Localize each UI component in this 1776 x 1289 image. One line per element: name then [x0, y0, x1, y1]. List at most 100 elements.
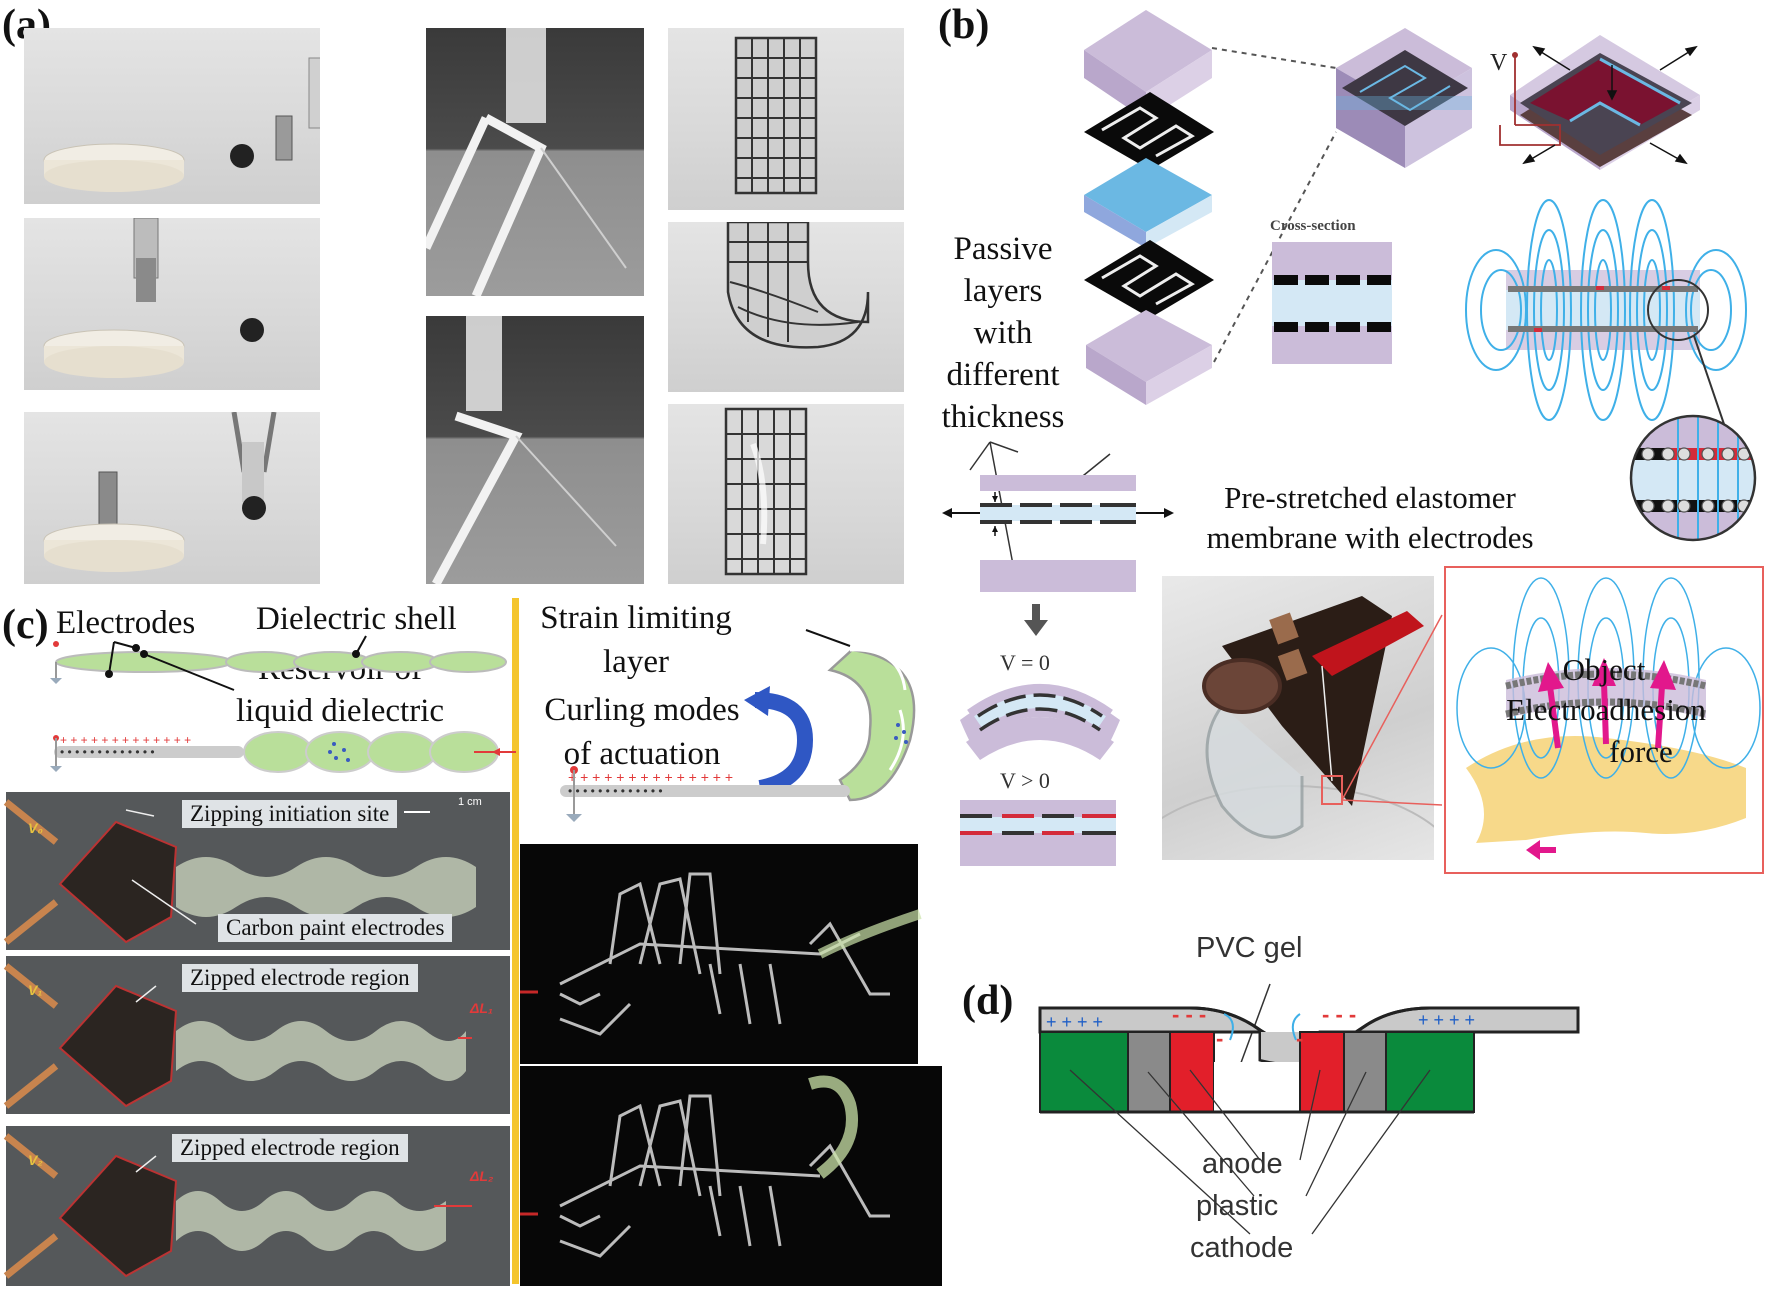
svg-text:• • • • • • • • • •: • • • • • • • • • • • • •: [568, 784, 663, 798]
membrane-line-2: membrane with electrodes: [1206, 520, 1534, 555]
membrane-label: Pre-stretched elastomer membrane with el…: [1160, 478, 1580, 558]
gap: [1214, 1062, 1300, 1112]
svg-text:- - -: - - -: [1172, 1002, 1206, 1027]
object-label: Object: [1562, 652, 1646, 687]
scorpion-photo-2: [520, 1066, 942, 1286]
svg-text:• • • • • • • • • • • • •: • • • • • • • • • • • • •: [60, 745, 155, 759]
gripper-scene-1: [43, 57, 320, 192]
exploded-layer-stack: [1084, 10, 1472, 405]
dl1-label: ΔL₁: [470, 1000, 493, 1016]
reservoir-line-2: liquid dielectric: [236, 693, 445, 729]
passive-line-1: Passive: [953, 231, 1053, 267]
voltage-label: V: [1490, 50, 1508, 76]
assembled-actuator: [1336, 28, 1472, 168]
zipped-region-label-1: Zipped electrode region: [182, 964, 418, 992]
gripper-scene-2: [43, 218, 264, 378]
actuator-3: [58, 1154, 446, 1278]
pvc-gel-label: PVC gel: [1196, 932, 1303, 964]
v2-label: V₂: [28, 1152, 43, 1168]
bottom-passive-layer: [1086, 310, 1212, 405]
svg-text:-: -: [1296, 1026, 1303, 1051]
pvc-gel-actuator-diagram: + + + + + + + + - - - - - - --: [1038, 983, 1580, 1235]
down-arrow-icon: [1024, 604, 1048, 636]
electrode-layer-1: [1084, 92, 1214, 170]
scale-bar-label: 1 cm: [458, 796, 482, 808]
passive-layers-label: Passive layers with different thickness: [940, 228, 1066, 438]
panel-a-photo-7: [668, 222, 904, 392]
scorpion-2: [559, 1094, 890, 1258]
dl2-label: ΔL₂: [470, 1168, 494, 1184]
svg-text:+ + + +: + + + +: [1418, 1010, 1475, 1030]
panel-a-photo-1: [24, 28, 320, 204]
grid-film-flat: [734, 36, 818, 195]
inset-connector-line: [1341, 614, 1443, 806]
scorpion-shapes: [520, 872, 922, 1258]
strain-line-1: Strain limiting: [540, 600, 732, 636]
svg-text:-: -: [1216, 1026, 1223, 1051]
grid-film-curled: [726, 222, 870, 349]
electroadhesion-inset: Object Electroadhesion force: [1444, 566, 1764, 874]
strain-line-2: layer: [603, 644, 669, 680]
folded-frame-1: [426, 28, 627, 296]
curling-label: Curling modes of actuation: [522, 688, 762, 776]
actuator-2: [58, 984, 466, 1108]
v-zero-label: V = 0: [1000, 650, 1050, 675]
cross-section-title: Cross-section: [1270, 218, 1356, 234]
svg-text:+ + + +: + + + +: [1046, 1012, 1103, 1032]
panel-d-label: (d): [962, 978, 1014, 1024]
svg-text:+ + + + + + + + + + + + + +: + + + + + + + + + + + + + +: [568, 769, 733, 785]
panel-b-label: (b): [938, 2, 990, 48]
electroadhesion-label: Electroadhesion: [1506, 692, 1706, 727]
dielectric-shell-label: Dielectric shell: [256, 601, 457, 637]
passive-line-3: with: [973, 315, 1033, 351]
flat-layer-vpos: [960, 800, 1116, 866]
plastic-right: [1343, 1031, 1387, 1113]
v-positive-label: V > 0: [1000, 768, 1050, 793]
anode-right: [1299, 1031, 1345, 1113]
cathode-left: [1039, 1031, 1129, 1113]
folded-frame-2: [432, 316, 617, 584]
actuator-1: [58, 820, 476, 944]
magnified-electrode-circle: [1629, 414, 1757, 542]
carbon-paint-label: Carbon paint electrodes: [218, 914, 453, 942]
panel-a-photo-6: [668, 28, 904, 210]
field-line-diagram: [1465, 199, 1747, 431]
grid-film-object: [724, 407, 808, 576]
plastic-left: [1127, 1031, 1171, 1113]
scorpion-1: [559, 872, 890, 1036]
cathode-label: cathode: [1190, 1232, 1294, 1264]
force-label: force: [1609, 734, 1673, 769]
v1-label: V₁: [28, 982, 43, 998]
panel-c-divider: [512, 598, 519, 1284]
anode-label: anode: [1202, 1148, 1283, 1180]
strain-limiting-label: Strain limiting layer: [526, 596, 746, 684]
v0-label: V₀: [28, 820, 43, 836]
electrodes-label: Electrodes: [56, 605, 196, 641]
svg-text:- - -: - - -: [1322, 1002, 1356, 1027]
panel-a-photo-2: [24, 218, 320, 390]
cathode-right: [1385, 1031, 1475, 1113]
side-view-layers: [942, 441, 1174, 592]
svg-text:+ + + + + + + + + + + + +: + + + + + + + + + + + + +: [60, 733, 191, 747]
curling-line-2: of actuation: [563, 736, 721, 772]
hasel-flat-diagram: + + + + + + + + + + + + + • • • • • • • …: [50, 635, 516, 773]
panel-a-photo-3: [24, 412, 320, 584]
inset-field-diagram: [1456, 577, 1761, 860]
curved-layer-v0: [960, 684, 1120, 760]
passive-line-2: layers: [963, 273, 1043, 309]
plastic-label: plastic: [1196, 1190, 1279, 1222]
zipped-region-label-2: Zipped electrode region: [172, 1134, 408, 1162]
cross-section-diagram: [1272, 242, 1392, 364]
voltage-actuator-diagram: V: [1490, 35, 1700, 170]
panel-c-label: (c): [2, 602, 49, 648]
membrane-line-1: Pre-stretched elastomer: [1224, 480, 1516, 515]
zipping-photo-shapes: [3, 799, 476, 1279]
gripper-scene-3: [43, 412, 277, 572]
electrode-layer-2: [1084, 240, 1214, 318]
curling-line-1: Curling modes: [544, 692, 740, 728]
gripper-photo-scene: [1162, 596, 1434, 839]
passive-line-4: different: [946, 357, 1060, 393]
dielectric-layer: [1084, 158, 1212, 248]
panel-a-photo-4: [426, 28, 644, 296]
electroadhesive-gripper-photo: [1162, 576, 1434, 860]
